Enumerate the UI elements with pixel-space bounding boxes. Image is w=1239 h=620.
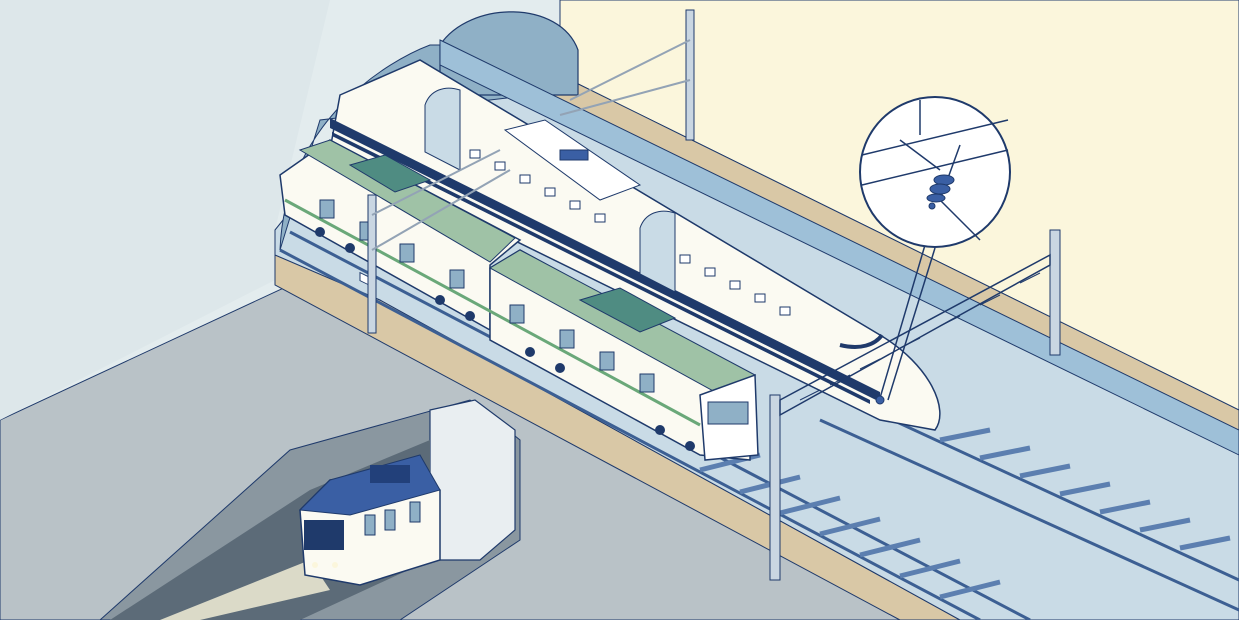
- catenary-truss-bracing: [799, 272, 1041, 401]
- commuter-train: [279, 139, 759, 461]
- commuter-roof-1: [298, 139, 516, 263]
- shinkansen-car-gap-1: [424, 87, 461, 171]
- catenary-structure: [367, 9, 1061, 581]
- shinkansen-stripe: [330, 118, 880, 402]
- catenary-pole-left: [367, 194, 377, 334]
- shinkansen-roof-line: [419, 59, 881, 336]
- callout-leader: [879, 244, 926, 399]
- subway-section: [99, 399, 521, 620]
- ground-upper-left: [0, 0, 330, 420]
- back-track-sleepers: [939, 427, 1231, 551]
- subway-front-window: [304, 520, 344, 550]
- catenary-arm-top: [569, 39, 691, 101]
- callout-leader-2: [887, 247, 936, 401]
- catenary-pole-front: [769, 394, 781, 581]
- subway-windows: [364, 501, 421, 536]
- subway-train: [298, 454, 441, 586]
- pantograph: [559, 149, 589, 161]
- callout-detail: [861, 100, 1009, 241]
- catenary-pole-top: [685, 9, 695, 141]
- cable-trough: [439, 39, 1239, 456]
- catenary-pole-back: [1049, 229, 1061, 356]
- shinkansen-stripe-thin: [332, 132, 870, 404]
- catenary-truss: [779, 253, 1051, 417]
- subway-tunnel-bore: [429, 399, 516, 561]
- commuter-roof-unit-2: [578, 287, 677, 333]
- commuter-roof-unit-1: [348, 154, 432, 193]
- shinkansen-nose-window: [839, 333, 884, 349]
- catenary-arm-left-2: [371, 169, 511, 251]
- commuter-wheels: [315, 227, 695, 451]
- callout-circle: [859, 96, 1011, 248]
- subway-headlight-2: [332, 562, 338, 568]
- shinkansen-windows: [359, 149, 791, 316]
- insulator-icon: [926, 174, 955, 210]
- subway-headlight-beam: [160, 560, 330, 620]
- insulator-callout: [859, 96, 1011, 405]
- subway-roof-unit: [370, 465, 410, 483]
- catenary-arm-left: [371, 149, 501, 216]
- shinkansen-car-gap-2: [639, 210, 676, 293]
- commuter-front-window: [707, 401, 749, 425]
- catenary-arm-top-2: [559, 79, 691, 116]
- insulator-marker: [875, 395, 885, 405]
- shinkansen-train: [329, 59, 941, 431]
- back-track: [819, 403, 1239, 612]
- front-track-sleepers: [699, 452, 1001, 600]
- commuter-green-stripe: [284, 198, 701, 427]
- subway-headlight: [312, 562, 318, 568]
